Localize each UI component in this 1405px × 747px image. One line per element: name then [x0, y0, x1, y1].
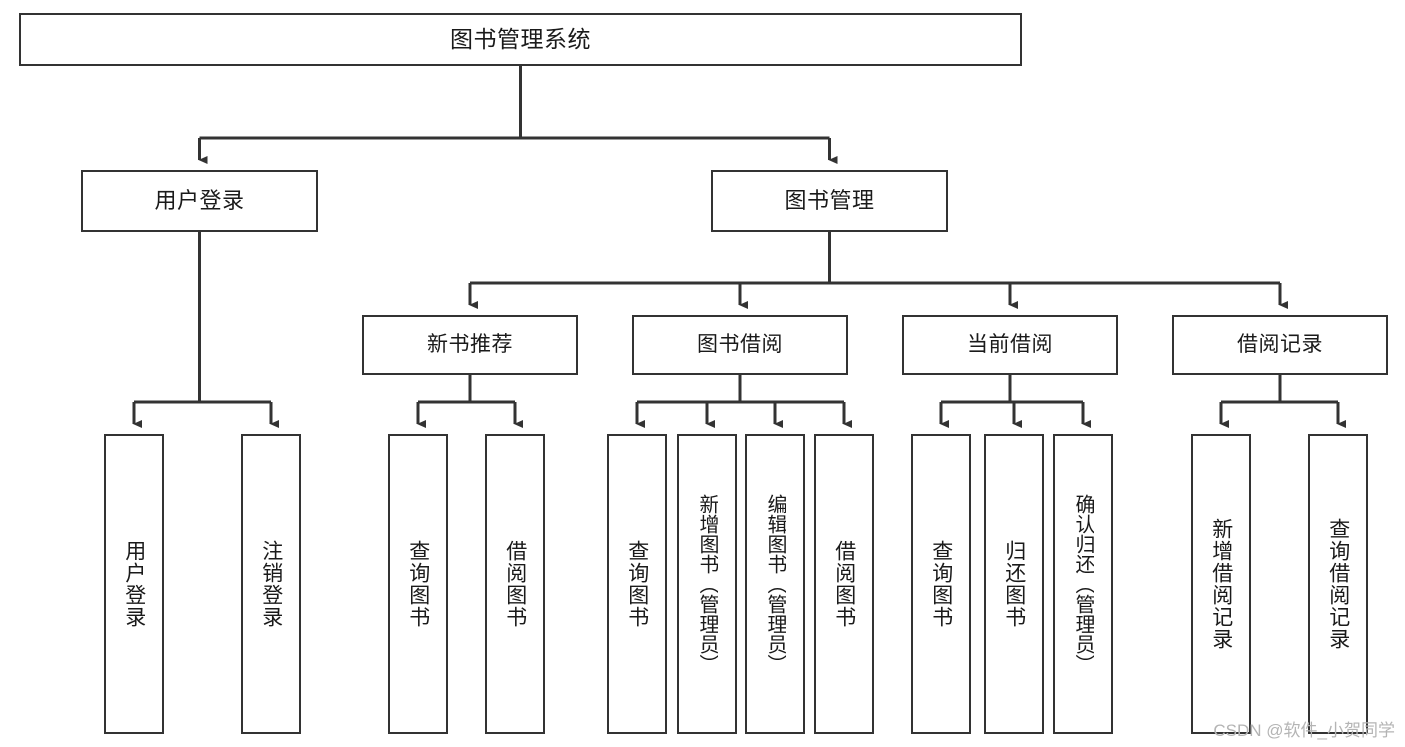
- node-leaf-borrow-book-2[interactable]: 借阅图书: [814, 434, 874, 734]
- node-label: 新书推荐: [427, 332, 513, 356]
- node-leaf-borrow-book-1[interactable]: 借阅图书: [485, 434, 545, 734]
- node-label: 用户登录: [154, 188, 245, 214]
- node-label: 借阅记录: [1237, 332, 1323, 356]
- node-label: 归还图书: [1002, 540, 1026, 628]
- node-leaf-add-record[interactable]: 新增借阅记录: [1191, 434, 1251, 734]
- node-label: 编辑图书（管理员）: [764, 494, 786, 674]
- node-leaf-confirm-return[interactable]: 确认归还（管理员）: [1053, 434, 1113, 734]
- node-leaf-query-book-1[interactable]: 查询图书: [388, 434, 448, 734]
- node-current-borrow[interactable]: 当前借阅: [902, 315, 1118, 375]
- node-leaf-add-book[interactable]: 新增图书（管理员）: [677, 434, 737, 734]
- node-leaf-query-book-3[interactable]: 查询图书: [911, 434, 971, 734]
- node-leaf-edit-book[interactable]: 编辑图书（管理员）: [745, 434, 805, 734]
- node-label: 图书管理: [784, 188, 875, 214]
- node-label: 确认归还（管理员）: [1072, 494, 1094, 674]
- node-leaf-user-login[interactable]: 用户登录: [104, 434, 164, 734]
- node-label: 借阅图书: [832, 540, 856, 628]
- node-new-book-rec[interactable]: 新书推荐: [362, 315, 578, 375]
- node-leaf-return-book[interactable]: 归还图书: [984, 434, 1044, 734]
- node-label: 借阅图书: [503, 540, 527, 628]
- node-book-borrow[interactable]: 图书借阅: [632, 315, 848, 375]
- node-leaf-user-logout[interactable]: 注销登录: [241, 434, 301, 734]
- node-user-login[interactable]: 用户登录: [81, 170, 318, 232]
- node-leaf-query-book-2[interactable]: 查询图书: [607, 434, 667, 734]
- node-root[interactable]: 图书管理系统: [19, 13, 1022, 66]
- node-label: 查询借阅记录: [1326, 518, 1350, 650]
- node-borrow-record[interactable]: 借阅记录: [1172, 315, 1388, 375]
- node-leaf-query-record[interactable]: 查询借阅记录: [1308, 434, 1368, 734]
- node-label: 注销登录: [259, 540, 283, 628]
- node-label: 新增借阅记录: [1209, 518, 1233, 650]
- node-label: 图书借阅: [697, 332, 783, 356]
- node-book-manage[interactable]: 图书管理: [711, 170, 948, 232]
- node-label: 查询图书: [625, 540, 649, 628]
- node-label: 图书管理系统: [450, 26, 591, 53]
- node-label: 新增图书（管理员）: [696, 494, 718, 674]
- node-label: 用户登录: [122, 540, 146, 628]
- node-label: 当前借阅: [967, 332, 1053, 356]
- watermark-label: CSDN @软件_小贺同学: [1213, 721, 1395, 740]
- node-label: 查询图书: [406, 540, 430, 628]
- node-label: 查询图书: [929, 540, 953, 628]
